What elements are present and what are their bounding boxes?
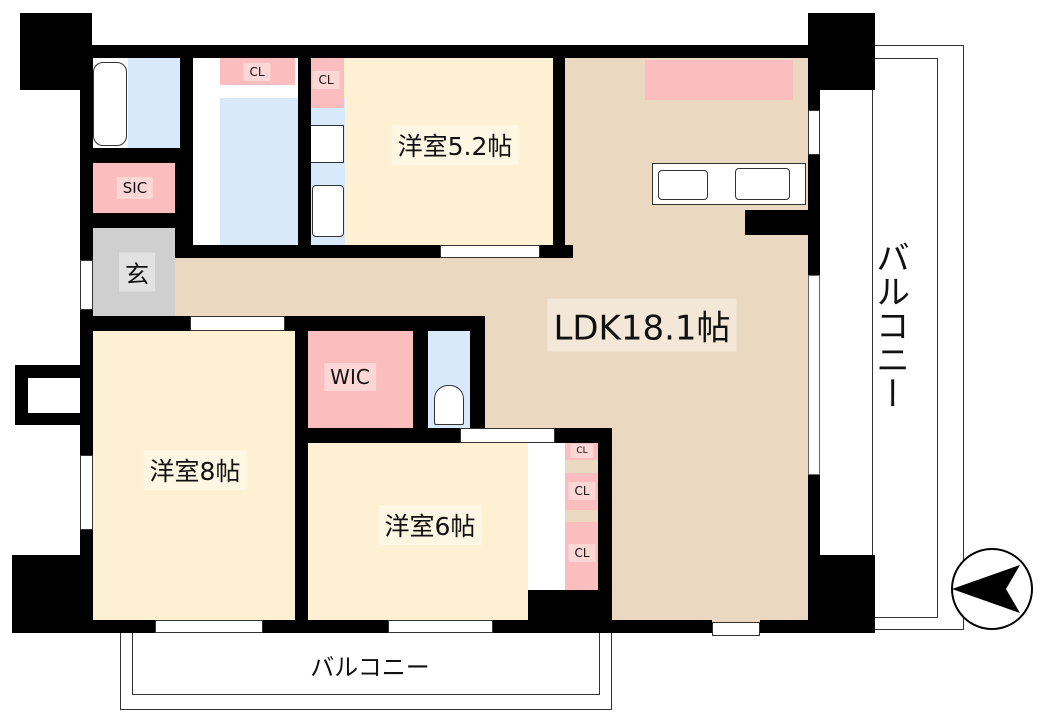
entrance-door[interactable] [80,260,93,310]
room-label-wic: WIC [324,363,376,391]
wall [298,58,311,245]
closet-label: CL [243,63,271,81]
wall [470,316,485,443]
room-label-western-6: 洋室6帖 [378,505,482,545]
hallway-floor [163,258,573,316]
room-label-western-5-2: 洋室5.2帖 [391,125,519,165]
room-label-entrance: 玄 [119,252,155,292]
sliding-door[interactable] [190,316,285,331]
wall [598,428,612,620]
closet-label: CL [570,444,594,458]
bathroom [128,58,180,148]
wall [413,331,428,443]
wall [745,210,808,235]
window[interactable] [80,455,93,530]
window[interactable] [808,275,820,475]
wall [528,590,612,620]
room-label-western-8: 洋室8帖 [143,450,247,490]
wall [93,213,175,228]
balcony-right-inner [872,58,938,618]
wall [80,45,820,58]
wall [12,620,712,633]
sliding-door[interactable] [460,428,555,443]
wall [553,58,565,258]
wall [760,620,820,633]
bathtub [93,62,127,146]
balcony-door[interactable] [808,110,820,155]
closet-label: CL [568,544,596,562]
closet-label: CL [568,482,596,500]
sliding-door[interactable] [440,245,540,258]
wash-basin [312,185,344,237]
window[interactable] [155,620,263,633]
meter-box [28,378,80,413]
window[interactable] [388,620,493,633]
room-label-sic: SIC [116,177,154,199]
north-arrow-icon [951,548,1033,630]
closet-label: CL [312,71,340,89]
wall [295,331,308,620]
balcony-label-right: バルコニー [869,240,910,410]
bottom-door[interactable] [712,622,760,636]
balcony-label-bottom: バルコニー [310,653,430,682]
stove [735,168,790,200]
wall [175,160,193,258]
sink [658,170,708,200]
toilet [434,385,464,425]
kitchen-upper-cabinet [645,60,793,100]
wall [93,148,180,163]
wall [80,58,93,630]
room-label-ldk: LDK18.1帖 [547,298,737,352]
washing-machine [306,125,344,163]
